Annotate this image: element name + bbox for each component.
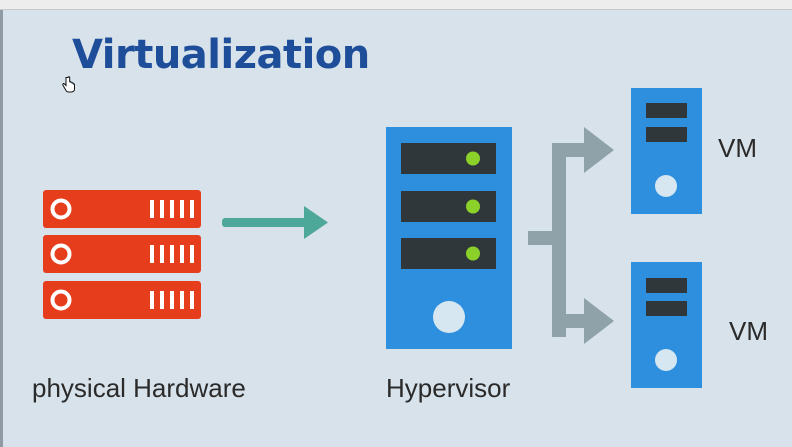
vm-server-icon	[631, 262, 702, 388]
physical-hardware-label: physical Hardware	[32, 373, 246, 403]
left-edge	[0, 10, 3, 447]
branch-arrow-icon	[528, 127, 614, 344]
rack-unit	[43, 235, 201, 273]
slide-title: Virtualization	[72, 32, 370, 78]
hypervisor-server-icon	[386, 127, 512, 349]
window-top-bar	[0, 0, 792, 10]
rack-unit	[43, 281, 201, 319]
arrow-right-icon	[222, 206, 328, 239]
vm-bottom-label: VM	[729, 316, 768, 346]
hand-cursor-icon	[62, 76, 75, 93]
vm-top-label: VM	[718, 133, 757, 163]
vm-server-icon	[631, 88, 702, 214]
rack-unit	[43, 190, 201, 228]
physical-server-icon	[43, 190, 201, 319]
hypervisor-label: Hypervisor	[386, 373, 511, 403]
